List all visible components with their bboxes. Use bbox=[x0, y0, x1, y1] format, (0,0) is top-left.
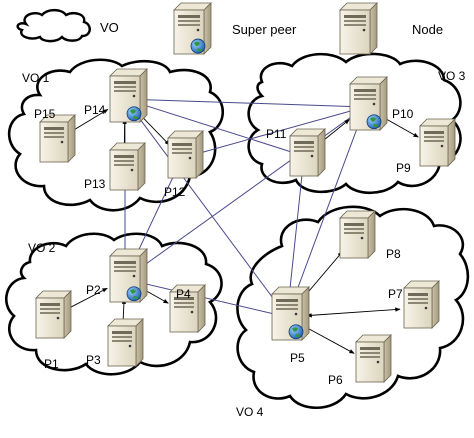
legend-node-label: Node bbox=[412, 22, 443, 37]
legend-super-peer-icon bbox=[174, 3, 211, 54]
node-p8-server-icon bbox=[340, 211, 375, 258]
super-peer-p10-server-icon bbox=[350, 77, 387, 130]
label-p3: P3 bbox=[86, 353, 101, 367]
label-p15: P15 bbox=[34, 107, 56, 121]
vo2-label: VO 2 bbox=[28, 241, 56, 255]
label-p8: P8 bbox=[386, 247, 401, 261]
globe-icon bbox=[367, 115, 381, 129]
label-p7: P7 bbox=[388, 287, 403, 301]
label-p2: P2 bbox=[86, 283, 101, 297]
node-p7-server-icon bbox=[404, 281, 439, 328]
label-p11: P11 bbox=[266, 127, 287, 141]
node-p13-server-icon bbox=[110, 143, 145, 190]
super-peer-p14-server-icon bbox=[110, 69, 147, 122]
vo-clouds bbox=[6, 10, 468, 408]
label-p14: P14 bbox=[84, 103, 106, 117]
label-p12: P12 bbox=[164, 185, 186, 199]
label-p10: P10 bbox=[392, 107, 414, 121]
node-p15-server-icon bbox=[40, 115, 75, 162]
label-p5: P5 bbox=[290, 351, 305, 365]
globe-icon bbox=[127, 107, 141, 121]
super-peer-p5-server-icon bbox=[272, 287, 309, 340]
super-peer-p2-server-icon bbox=[110, 249, 147, 302]
node-p11-server-icon bbox=[290, 129, 325, 176]
label-p4: P4 bbox=[176, 287, 191, 301]
globe-icon bbox=[289, 325, 303, 339]
label-p9: P9 bbox=[396, 161, 411, 175]
label-p6: P6 bbox=[328, 373, 343, 387]
legend-vo-cloud-icon bbox=[18, 10, 90, 41]
vo3-label: VO 3 bbox=[438, 69, 466, 83]
node-p1-server-icon bbox=[36, 291, 71, 338]
node-p12-server-icon bbox=[168, 131, 203, 178]
legend-node-icon bbox=[340, 3, 377, 54]
label-p1: P1 bbox=[44, 357, 59, 371]
globe-icon bbox=[127, 287, 141, 301]
vo4-label: VO 4 bbox=[236, 405, 264, 419]
node-p9-server-icon bbox=[420, 119, 455, 166]
label-p13: P13 bbox=[84, 177, 106, 191]
legend-super-peer-label: Super peer bbox=[232, 22, 297, 37]
node-p6-server-icon bbox=[356, 335, 391, 382]
legend-vo-label: VO bbox=[100, 20, 119, 35]
node-p3-server-icon bbox=[108, 319, 143, 366]
vo1-label: VO 1 bbox=[22, 71, 50, 85]
globe-icon bbox=[191, 39, 205, 53]
